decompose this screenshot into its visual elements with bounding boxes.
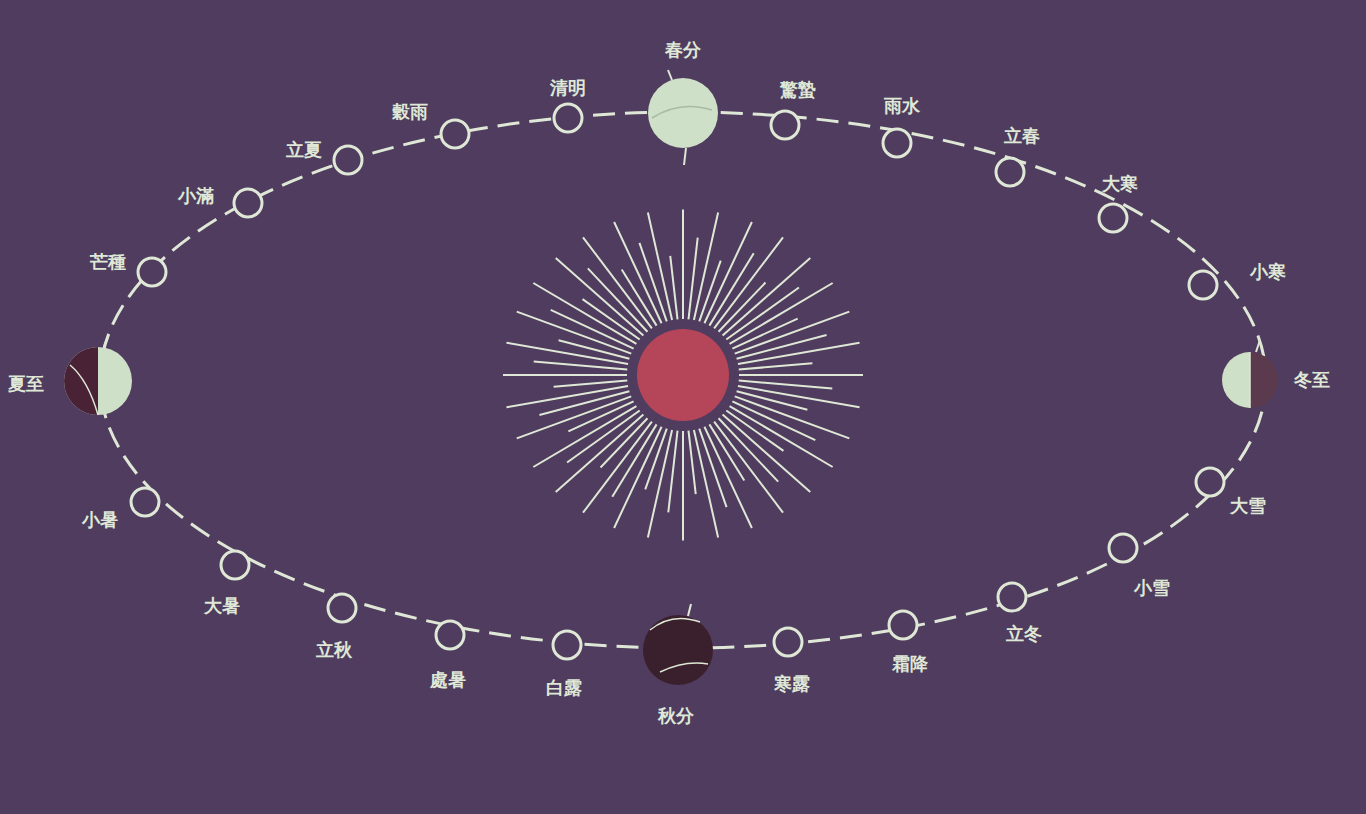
orbit-path bbox=[100, 112, 1266, 648]
sun-ray bbox=[719, 418, 779, 481]
sun-ray bbox=[704, 427, 751, 528]
sun-ray bbox=[588, 268, 648, 331]
sun-ray bbox=[682, 431, 684, 541]
sun-rays bbox=[503, 209, 863, 540]
solar-term-label: 夏至 bbox=[8, 374, 44, 394]
orbit-markers bbox=[131, 104, 1224, 659]
sun-ray bbox=[556, 415, 644, 492]
sun-ray bbox=[517, 312, 632, 354]
sun-ray bbox=[567, 411, 640, 463]
solar-term-label: 小暑 bbox=[82, 510, 118, 530]
sun-ray bbox=[506, 386, 628, 407]
sun-ray bbox=[730, 406, 833, 467]
earth-winter bbox=[1222, 340, 1278, 408]
sun-ray bbox=[726, 411, 783, 451]
solar-term-label: 立秋 bbox=[316, 640, 352, 660]
solar-term-label: 驚蟄 bbox=[780, 80, 816, 100]
sun-ray bbox=[583, 299, 640, 339]
solar-term-label: 白露 bbox=[546, 678, 582, 698]
sun-ray bbox=[503, 374, 627, 376]
solar-term-label: 霜降 bbox=[892, 654, 928, 674]
solar-term-label: 春分 bbox=[665, 40, 701, 60]
sun-ray bbox=[614, 427, 661, 528]
sun-ray bbox=[723, 258, 811, 335]
solar-term-label: 大雪 bbox=[1230, 496, 1266, 516]
sun-ray bbox=[730, 283, 833, 344]
solar-term-label: 大暑 bbox=[204, 596, 240, 616]
earth-summer bbox=[64, 336, 132, 415]
sun-ray bbox=[739, 374, 863, 376]
solar-term-label: 穀雨 bbox=[392, 102, 428, 122]
solar-term-label: 立冬 bbox=[1006, 624, 1042, 644]
sun-ray bbox=[737, 335, 827, 359]
solar-term-label: 小滿 bbox=[178, 186, 214, 206]
sun-ray bbox=[735, 396, 850, 438]
solar-term-label: 小雪 bbox=[1134, 578, 1170, 598]
sun-ray bbox=[533, 406, 636, 467]
sun-ray bbox=[539, 391, 629, 415]
solar-term-label: 芒種 bbox=[90, 252, 126, 272]
sun-ray bbox=[726, 287, 799, 339]
solar-term-label: 小寒 bbox=[1250, 262, 1286, 282]
sun-halo bbox=[631, 323, 735, 427]
earth-spring bbox=[648, 70, 718, 165]
solar-term-label: 秋分 bbox=[658, 706, 694, 726]
solar-term-label: 處暑 bbox=[430, 670, 466, 690]
sun-ray bbox=[614, 222, 661, 323]
sun-ray bbox=[556, 258, 644, 335]
solar-term-label: 立夏 bbox=[286, 140, 322, 160]
sun-ray bbox=[694, 430, 718, 537]
solar-term-label: 冬至 bbox=[1294, 370, 1330, 390]
sun-ray bbox=[738, 343, 860, 364]
sun-ray bbox=[534, 361, 628, 369]
solar-term-label: 雨水 bbox=[884, 96, 920, 116]
solar-term-label: 寒露 bbox=[774, 674, 810, 694]
sun-ray bbox=[554, 380, 628, 386]
solar-term-label: 清明 bbox=[550, 78, 586, 98]
sun-ray bbox=[714, 237, 783, 328]
sun-ray bbox=[670, 256, 677, 319]
sun-ray bbox=[533, 283, 636, 344]
sun bbox=[637, 329, 729, 421]
sun-ray bbox=[723, 415, 811, 492]
sun-ray bbox=[682, 209, 684, 319]
sun-ray bbox=[601, 418, 648, 467]
solar-term-label: 立春 bbox=[1004, 126, 1040, 146]
solar-term-label: 大寒 bbox=[1102, 174, 1138, 194]
sun-ray bbox=[583, 422, 652, 513]
sun-ray bbox=[739, 363, 813, 369]
sun-ray bbox=[688, 431, 695, 494]
sun-ray bbox=[719, 283, 766, 332]
sun-ray bbox=[648, 213, 672, 320]
sun-ray bbox=[739, 380, 833, 388]
earth-autumn bbox=[643, 604, 713, 685]
sun-ray bbox=[704, 222, 751, 323]
